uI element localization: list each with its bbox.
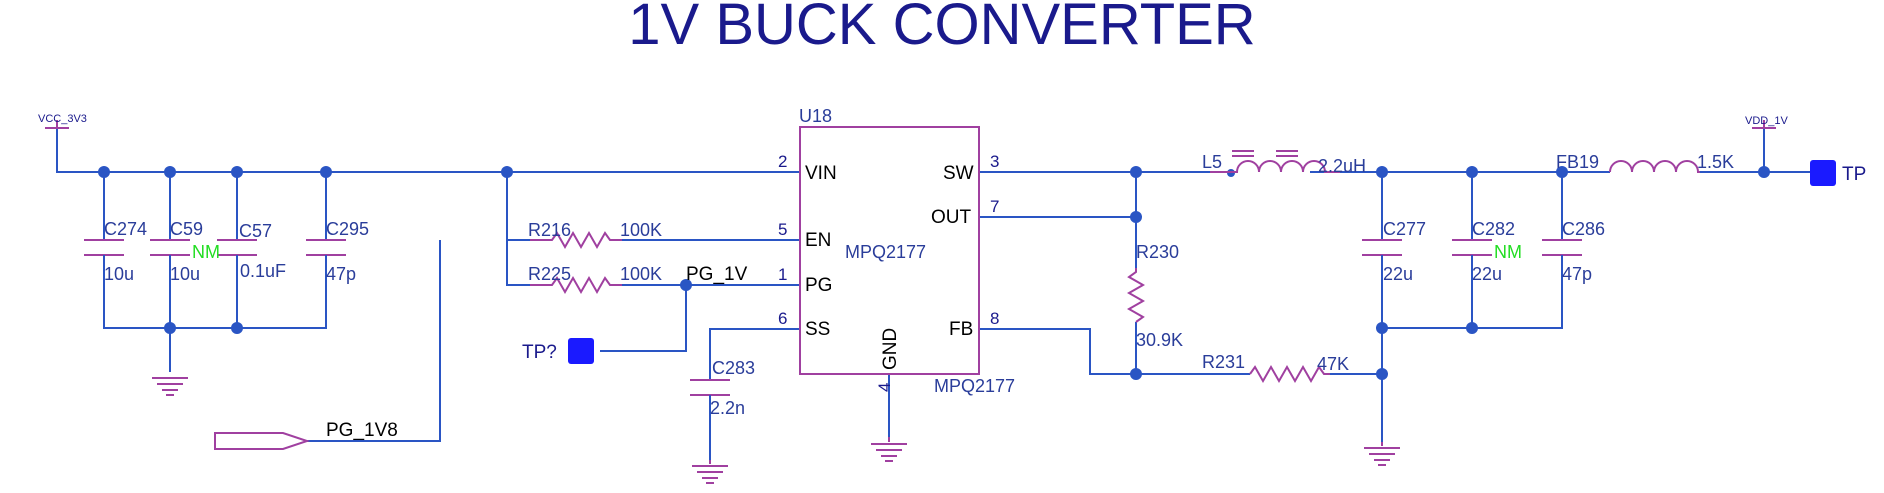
cap-ref-c57: C57 — [239, 221, 272, 241]
inductor-l5: L5 2.2uH — [1202, 150, 1366, 176]
pin-name-gnd: GND — [880, 328, 901, 370]
ic-part-top: MPQ2177 — [845, 242, 926, 262]
pin-name-ss: SS — [805, 319, 830, 340]
net-label-vdd-1v: VDD_1V — [1745, 115, 1788, 127]
cap-value-c295: 47p — [326, 264, 356, 284]
pin-num-sw: 3 — [990, 152, 999, 171]
res-ref-r231: R231 — [1202, 352, 1245, 372]
cap-ref-c286: C286 — [1562, 219, 1605, 239]
cap-value-c283: 2.2n — [710, 398, 745, 418]
pin-num-fb: 8 — [990, 309, 999, 328]
cap-ref-c277: C277 — [1383, 219, 1426, 239]
schematic-title: 1V BUCK CONVERTER — [628, 0, 1255, 57]
pin-name-out: OUT — [931, 207, 972, 228]
pin-name-en: EN — [805, 230, 831, 251]
net-label-pg-1v: PG_1V — [686, 264, 748, 285]
res-value-r230: 30.9K — [1136, 330, 1183, 350]
ic-u18: U18 MPQ2177 MPQ2177 2 5 1 6 3 7 8 4 VIN … — [778, 106, 1015, 396]
inductor-value-l5: 2.2uH — [1318, 156, 1366, 176]
testpoint-left: TP? — [522, 338, 594, 364]
pin-num-en: 5 — [778, 220, 787, 239]
ferrite-fb19: FB19 1.5K — [1556, 152, 1734, 173]
ic-designator: U18 — [799, 106, 832, 126]
capacitor-symbols — [84, 239, 1582, 402]
power-port-vdd-1v: VDD_1V — [1745, 115, 1788, 129]
wires — [56, 120, 1810, 460]
net-label-pg-1v8: PG_1V8 — [326, 420, 398, 441]
testpoint-label-tp: TP — [1842, 164, 1866, 185]
cap-value-c57: 0.1uF — [240, 261, 286, 281]
cap-ref-c282: C282 — [1472, 219, 1515, 239]
pin-name-pg: PG — [805, 275, 832, 296]
res-value-r216: 100K — [620, 220, 662, 240]
resistor-r216: R216 100K — [528, 220, 662, 250]
ferrite-value-fb19: 1.5K — [1697, 152, 1734, 172]
cap-ref-c59: C59 — [170, 219, 203, 239]
pin-num-pg: 1 — [778, 265, 787, 284]
res-ref-r216: R216 — [528, 220, 571, 240]
cap-ref-c274: C274 — [104, 219, 147, 239]
ic-part-bottom: MPQ2177 — [934, 376, 1015, 396]
ground-symbols — [152, 377, 1400, 484]
power-port-vcc-3v3: VCC_3V3 — [38, 113, 87, 129]
cap-nm-c59: NM — [192, 242, 220, 262]
pin-num-vin: 2 — [778, 152, 787, 171]
testpoint-right: TP — [1810, 160, 1866, 186]
resistor-r231: R231 47K — [1202, 352, 1349, 384]
res-ref-r230: R230 — [1136, 242, 1179, 262]
res-value-r231: 47K — [1317, 354, 1349, 374]
inductor-ref-l5: L5 — [1202, 152, 1222, 172]
pin-num-ss: 6 — [778, 309, 787, 328]
junctions — [98, 166, 1770, 380]
resistor-r225: R225 100K — [528, 264, 662, 295]
pin-name-fb: FB — [949, 319, 973, 340]
ferrite-ref-fb19: FB19 — [1556, 152, 1599, 172]
port-pg-1v8: PG_1V8 — [214, 420, 398, 450]
cap-value-c59: 10u — [170, 264, 200, 284]
pin-num-gnd: 4 — [875, 383, 894, 392]
pin-num-out: 7 — [990, 197, 999, 216]
cap-value-c277: 22u — [1383, 264, 1413, 284]
cap-value-c282: 22u — [1472, 264, 1502, 284]
res-value-r225: 100K — [620, 264, 662, 284]
testpoint-label-tp-q: TP? — [522, 342, 557, 363]
cap-nm-c282: NM — [1494, 242, 1522, 262]
cap-value-c286: 47p — [1562, 264, 1592, 284]
cap-ref-c283: C283 — [712, 358, 755, 378]
net-label-vcc-3v3: VCC_3V3 — [38, 113, 87, 125]
pin-name-sw: SW — [943, 163, 974, 184]
cap-value-c274: 10u — [104, 264, 134, 284]
resistor-r230: R230 30.9K — [1126, 242, 1183, 350]
cap-ref-c295: C295 — [326, 219, 369, 239]
res-ref-r225: R225 — [528, 264, 571, 284]
pin-name-vin: VIN — [805, 163, 837, 184]
